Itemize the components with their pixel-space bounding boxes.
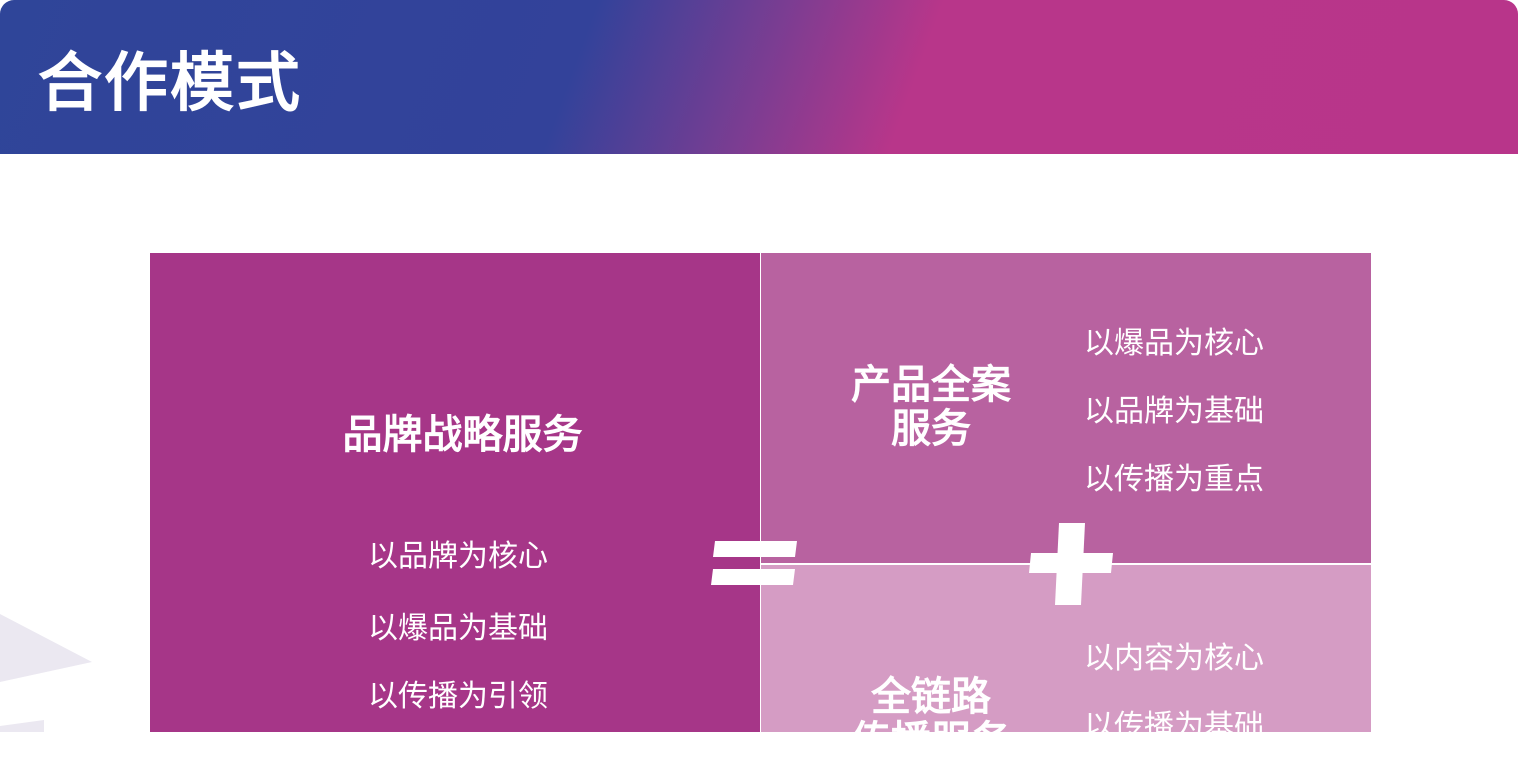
list-item: 以内容为核心 (1084, 641, 1264, 676)
list-item: 以爆品为基础 (368, 611, 548, 646)
list-item: 以传播为引领 (368, 679, 548, 714)
product-service-panel: 产品全案服务 以爆品为核心 以品牌为基础 以传播为重点 (761, 253, 1371, 563)
panel-title: 产品全案服务 (831, 363, 1031, 451)
panel-title: 全链路传播服务 (831, 675, 1031, 763)
title-line: 产品全案 (851, 362, 1011, 408)
brand-strategy-panel: 品牌战略服务 以品牌为核心 以爆品为基础 以传播为引领 (150, 253, 760, 732)
list-item: 以品牌为核心 (368, 539, 548, 574)
decorative-shape (0, 614, 92, 732)
list-item: 以传播为重点 (1084, 462, 1264, 497)
equals-icon (711, 541, 797, 585)
panel-title: 品牌战略服务 (342, 412, 583, 458)
page-title: 合作模式 (38, 47, 302, 121)
list-item: 以品牌为基础 (1084, 394, 1264, 429)
list-item: 以爆品为核心 (1084, 326, 1264, 361)
header-banner: 合作模式 (0, 0, 1518, 154)
title-line: 全链路 (871, 674, 991, 720)
plus-icon (1029, 523, 1113, 605)
list-item: 以传播为基础 (1084, 709, 1264, 744)
title-line: 服务 (891, 406, 971, 452)
title-line: 传播服务 (851, 718, 1011, 764)
